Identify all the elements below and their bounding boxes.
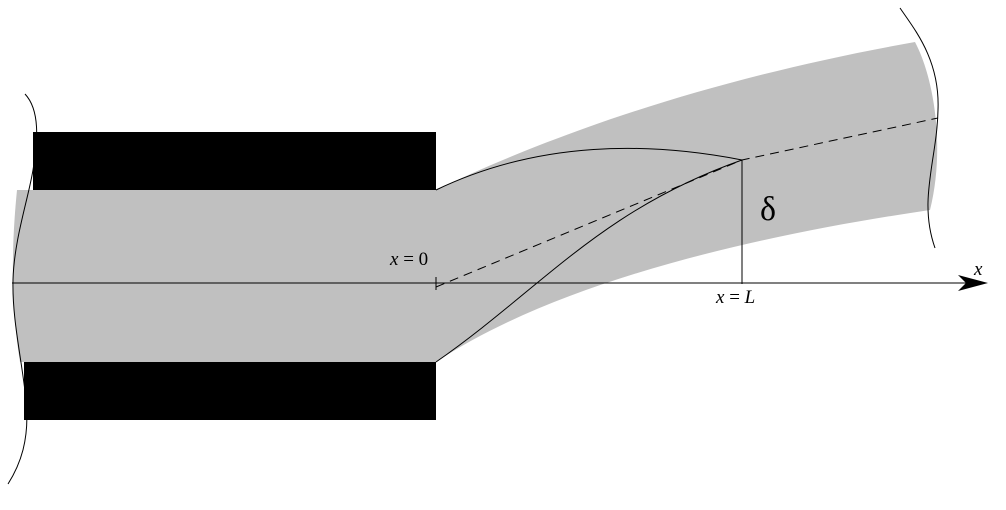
end-label: x = L — [715, 287, 755, 308]
x-axis-arrowhead — [958, 275, 988, 291]
upper-deflection-curve — [435, 147, 743, 191]
fiber-body — [12, 42, 938, 362]
axis-label: x — [973, 259, 983, 280]
right-break-line — [899, 7, 939, 249]
deflection-label: δ — [760, 191, 776, 228]
origin-label: x = 0 — [389, 249, 428, 270]
clamp-top — [33, 132, 436, 190]
clamp-bottom — [24, 362, 436, 420]
